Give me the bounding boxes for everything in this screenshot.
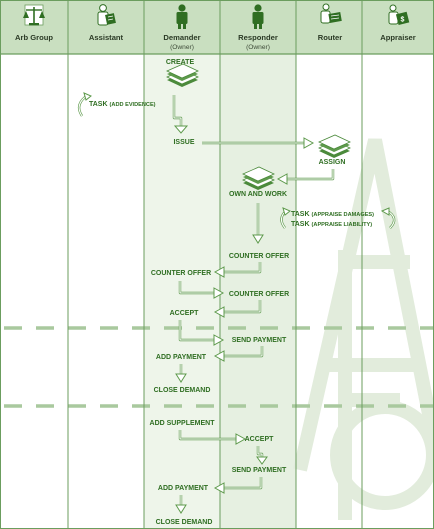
step-add-payment-1: ADD PAYMENT [156, 354, 207, 361]
lane-header-demander: Demander [163, 33, 200, 42]
flow-arrow [178, 320, 225, 346]
step-add-supplement: ADD SUPPLEMENT [150, 420, 216, 427]
flow-arrow [276, 169, 335, 185]
watermark-logo [293, 138, 434, 520]
step-counter-offer-3: COUNTER OFFER [229, 291, 289, 298]
step-task-appraise-damages: TASK(APPRAISE DAMAGES) [291, 211, 374, 218]
step-create: CREATE [166, 59, 195, 66]
document-stack-icon [318, 134, 351, 158]
flow-arrow [256, 446, 268, 465]
flow-arrow [175, 364, 187, 383]
lane-owner-demander: (Owner) [170, 44, 194, 51]
flow-arrow [252, 203, 264, 244]
step-add-payment-2: ADD PAYMENT [158, 485, 209, 492]
flow-arrow [213, 300, 262, 318]
lane-header-arb-group: Arb Group [15, 33, 53, 42]
lane-dividers [67, 0, 363, 529]
lane-header-responder: Responder [238, 33, 278, 42]
flow-arrow [202, 137, 315, 149]
step-labels: CREATE TASK(ADD EVIDENCE) ISSUE ASSIGN O… [89, 59, 374, 526]
step-counter-offer-1: COUNTER OFFER [229, 253, 289, 260]
lane-demander-background [144, 54, 220, 529]
step-task-appraise-liability: TASK(APPRAISE LIABILITY) [291, 221, 372, 228]
flow-arrow [172, 95, 189, 134]
flow-arrows [77, 92, 396, 514]
step-assign: ASSIGN [319, 159, 346, 166]
loop-arrow [380, 207, 396, 229]
person-icon [252, 4, 264, 29]
document-stack-icon [166, 63, 199, 87]
flow-arrow [213, 346, 264, 362]
step-send-payment-1: SEND PAYMENT [232, 337, 287, 344]
lane-header-router: Router [318, 33, 343, 42]
lane-header-appraiser: Appraiser [380, 33, 415, 42]
step-counter-offer-2: COUNTER OFFER [151, 270, 211, 277]
lane-owner-responder: (Owner) [246, 44, 270, 51]
appraiser-document-icon: $ [388, 4, 410, 26]
lane-header-assistant: Assistant [89, 33, 124, 42]
step-close-demand-2: CLOSE DEMAND [156, 519, 213, 526]
step-send-payment-2: SEND PAYMENT [232, 467, 287, 474]
flow-arrow [175, 495, 187, 514]
flow-arrow [213, 262, 262, 278]
step-close-demand-1: CLOSE DEMAND [154, 387, 211, 394]
loop-arrow [280, 207, 291, 229]
svg-text:$: $ [401, 17, 405, 24]
person-document-icon [97, 4, 116, 26]
document-stack-icon [242, 166, 275, 190]
step-issue: ISSUE [173, 139, 194, 146]
step-own-and-work: OWN AND WORK [229, 191, 287, 198]
step-task-add-evidence: TASK(ADD EVIDENCE) [89, 101, 156, 108]
flow-arrow [213, 477, 263, 494]
step-accept-2: ACCEPT [245, 436, 275, 443]
loop-arrow [77, 92, 92, 117]
person-icon [176, 4, 188, 29]
step-accept-1: ACCEPT [170, 310, 200, 317]
router-document-icon [320, 3, 342, 24]
flow-arrow [178, 430, 247, 445]
scales-icon [23, 4, 45, 26]
flow-arrow [178, 281, 225, 299]
